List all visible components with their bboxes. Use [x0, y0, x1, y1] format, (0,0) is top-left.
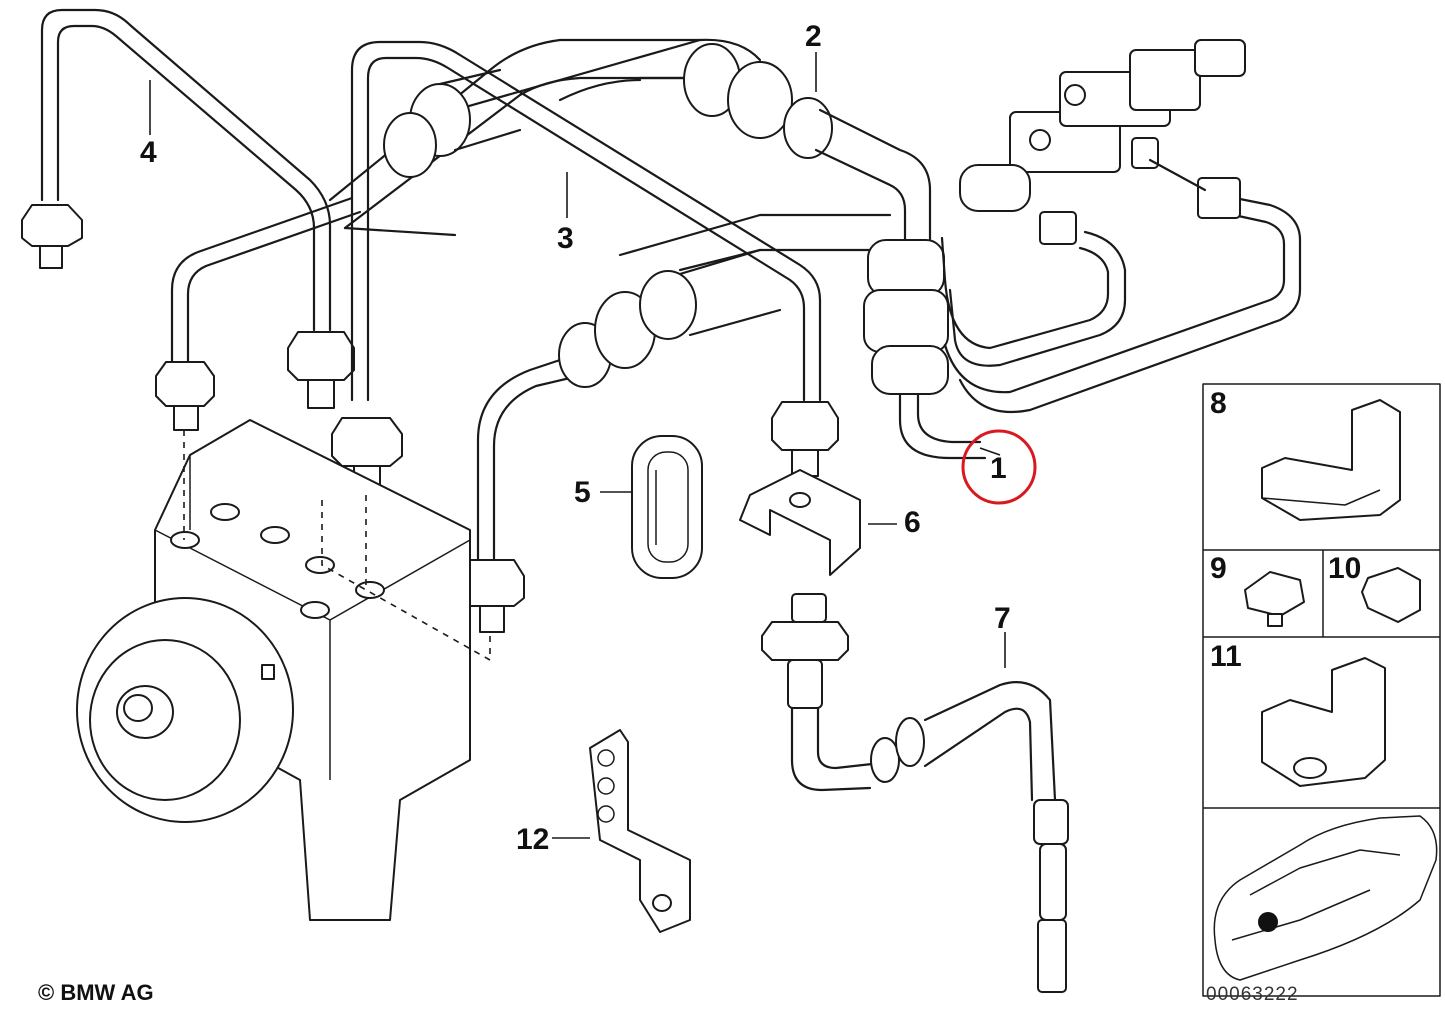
reference-number: 00063222: [1206, 984, 1299, 1005]
clip-10[interactable]: [1361, 567, 1421, 623]
abs-hydraulic-unit: [76, 419, 471, 921]
clip-11[interactable]: [1261, 657, 1386, 787]
clip-8[interactable]: [1261, 399, 1401, 521]
brake-pipe-lower[interactable]: [461, 248, 782, 633]
holder-12[interactable]: [589, 729, 691, 933]
callout-10: 10: [1328, 552, 1361, 585]
callout-11: 11: [1210, 640, 1242, 673]
grommet-5[interactable]: [631, 435, 703, 579]
leader-lines: [149, 52, 1006, 839]
hose-coupling: [863, 239, 949, 395]
brake-pipe-left[interactable]: [155, 196, 362, 431]
car-location-icon: [1213, 815, 1438, 981]
callout-7: 7: [994, 602, 1011, 635]
alignment-lines: [183, 430, 491, 662]
callout-9: 9: [1210, 552, 1227, 585]
bracket-6[interactable]: [739, 469, 861, 576]
copyright-text: © BMW AG: [38, 980, 154, 1005]
callout-1: 1: [990, 452, 1007, 485]
callout-8: 8: [1210, 387, 1227, 420]
brake-hose-7[interactable]: [761, 593, 1069, 993]
callout-6: 6: [904, 506, 921, 539]
hose-fitting-left: [383, 68, 522, 178]
master-cylinder-block: [959, 39, 1246, 245]
inset-callouts: 8 9 10 11: [1210, 387, 1361, 673]
inset-panel: [1202, 383, 1441, 997]
clip-9[interactable]: [1244, 571, 1305, 627]
brake-pipe-3[interactable]: [331, 40, 839, 495]
callout-5: 5: [574, 476, 591, 509]
callout-4: 4: [140, 136, 157, 169]
callout-3: 3: [557, 222, 574, 255]
callout-2: 2: [805, 20, 822, 53]
callout-12: 12: [516, 823, 549, 856]
brake-pipe-1[interactable]: [898, 193, 1302, 460]
brake-pipe-4[interactable]: [21, 8, 355, 409]
callouts: 4 2 3 5 6 7 12 1: [140, 20, 1011, 856]
highlight-circle: [961, 429, 1037, 505]
hose-2[interactable]: [683, 38, 932, 262]
